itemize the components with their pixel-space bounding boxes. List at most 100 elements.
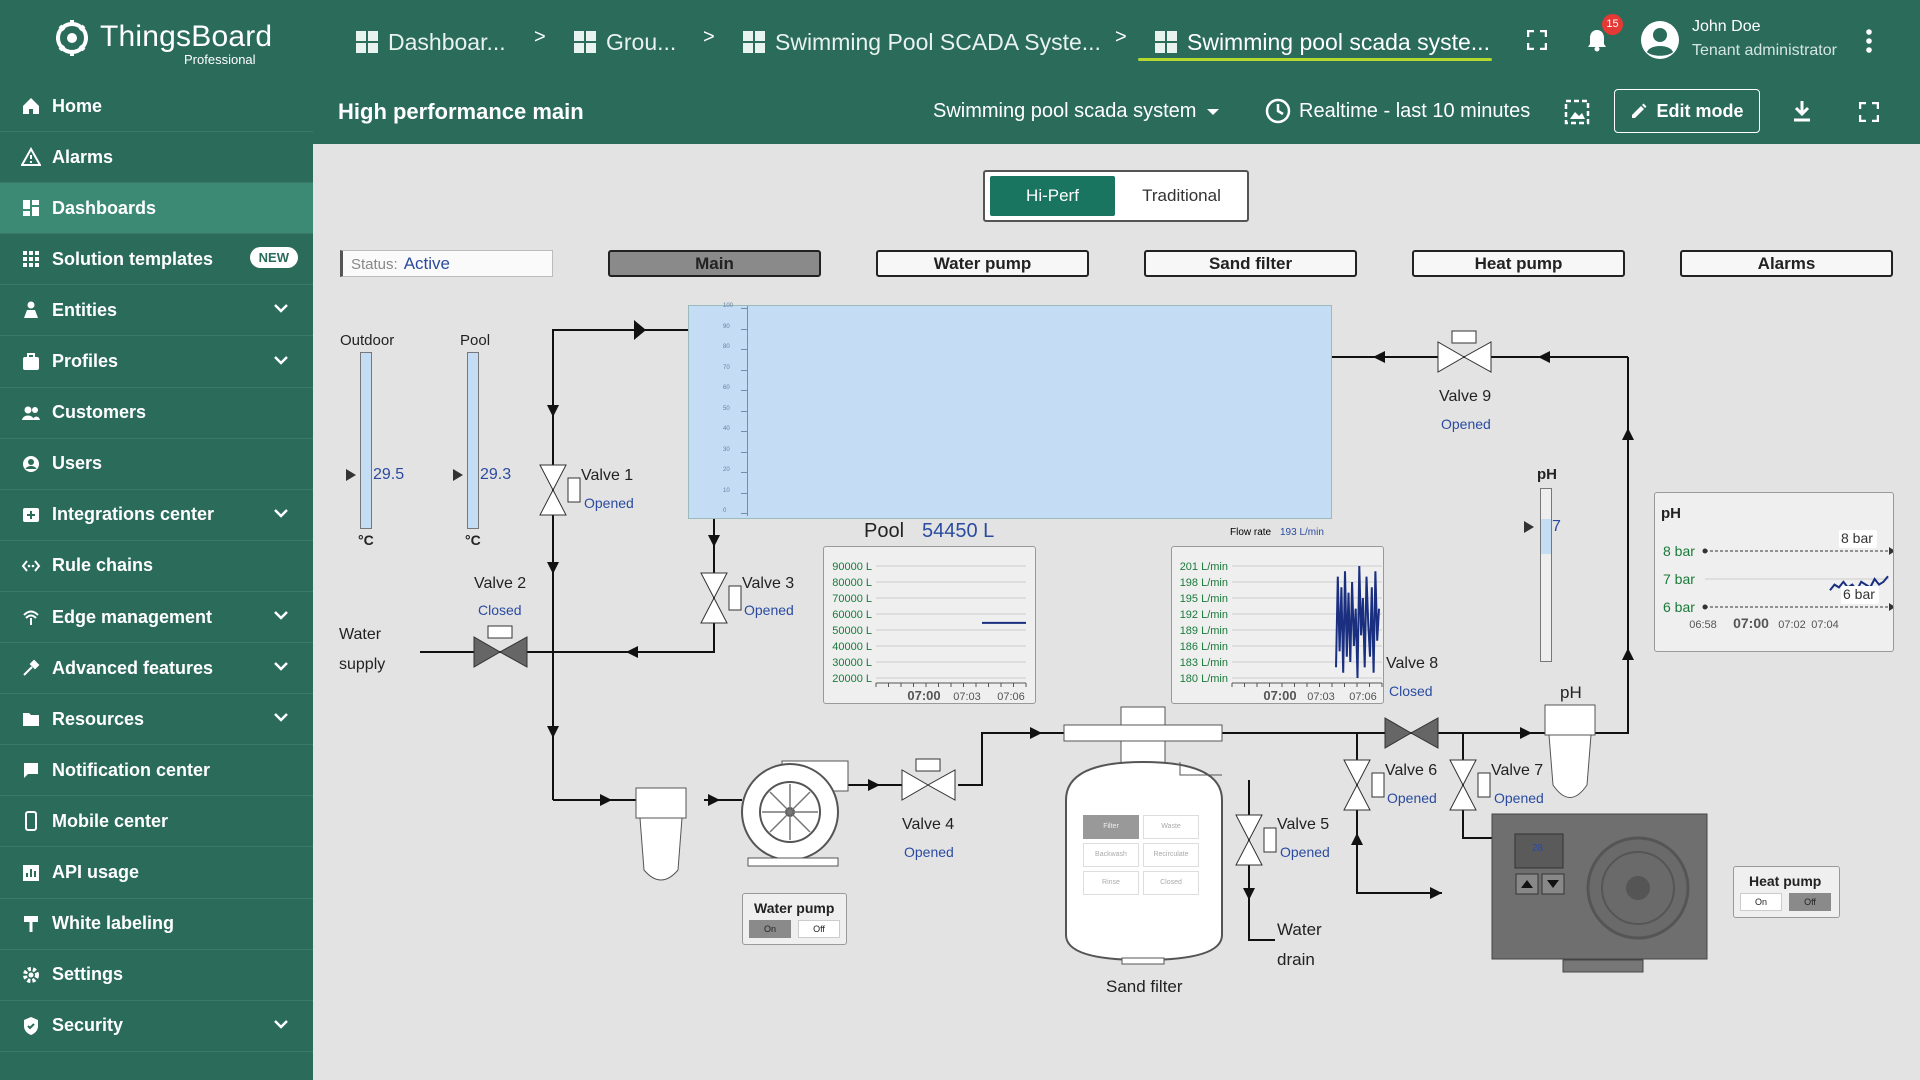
notification-icon — [20, 759, 42, 781]
nav-alarms-button[interactable]: Alarms — [1680, 250, 1893, 277]
fullscreen-icon[interactable] — [1527, 30, 1547, 50]
sidebar-item-mobile-center[interactable]: Mobile center — [0, 796, 313, 848]
user-name[interactable]: John Doe — [1692, 18, 1761, 35]
valve-8-symbol[interactable] — [1384, 717, 1439, 749]
valve-2-symbol[interactable] — [473, 625, 528, 668]
breadcrumb-groups[interactable]: Grou... — [574, 22, 676, 62]
water-pump-on-button[interactable]: On — [749, 920, 791, 938]
valve-3-symbol[interactable] — [700, 572, 742, 624]
download-icon[interactable] — [1791, 99, 1813, 123]
breadcrumb-separator: > — [703, 26, 715, 48]
valve-8-state: Closed — [1389, 683, 1433, 699]
threshold-tag — [1839, 530, 1877, 548]
sidebar-item-label: Solution templates — [52, 248, 214, 269]
breadcrumb-scada-group[interactable]: Swimming Pool SCADA Syste... — [743, 22, 1101, 62]
heat-pump-off-button[interactable]: Off — [1789, 893, 1831, 911]
y-tick-label: 6 bar — [1663, 599, 1695, 615]
entity-select[interactable]: Swimming pool scada system — [933, 100, 1220, 123]
pool-scale-tick: 90 — [723, 323, 730, 330]
mode-toggle: Hi-Perf Traditional — [983, 170, 1249, 222]
valve-9-symbol[interactable] — [1437, 330, 1492, 373]
thingsboard-logo[interactable]: ThingsBoard Professional — [50, 14, 272, 70]
series-line — [1335, 565, 1380, 679]
valve-6-symbol[interactable] — [1343, 759, 1385, 811]
sidebar-item-label: Resources — [52, 708, 145, 729]
pool-scale-tick: 40 — [723, 426, 730, 432]
sidebar-item-alarms[interactable]: Alarms — [0, 132, 313, 184]
threshold-start-dot — [1702, 604, 1708, 610]
nav-main-button[interactable]: Main — [608, 250, 821, 277]
valve-4-symbol[interactable] — [901, 758, 956, 801]
avatar[interactable] — [1640, 20, 1680, 60]
filter-mode-closed[interactable]: Closed — [1143, 871, 1199, 895]
edit-mode-button[interactable]: Edit mode — [1614, 89, 1760, 133]
filter-mode-recirculate[interactable]: Recirculate — [1143, 843, 1199, 867]
sidebar-item-label: API usage — [52, 862, 140, 882]
active-breadcrumb-underline — [1138, 58, 1492, 61]
image-export-icon[interactable] — [1563, 98, 1591, 126]
filter-mode-backwash[interactable]: Backwash — [1083, 843, 1139, 867]
tab-traditional[interactable]: Traditional — [1142, 186, 1221, 205]
sidebar-item-entities[interactable]: Entities — [0, 285, 313, 337]
pencil-icon — [1632, 103, 1647, 118]
breadcrumb-dashboards[interactable]: Dashboar... — [356, 22, 506, 62]
sidebar-item-white-labeling[interactable]: White labeling — [0, 899, 313, 950]
threshold-arrow — [1889, 547, 1893, 555]
tab-hi-perf[interactable]: Hi-Perf — [990, 176, 1115, 216]
sidebar-item-settings[interactable]: Settings — [0, 950, 313, 1001]
sidebar-item-notification-center[interactable]: Notification center — [0, 745, 313, 797]
timewindow-select[interactable]: Realtime - last 10 minutes — [1265, 98, 1530, 124]
sidebar-item-customers[interactable]: Customers — [0, 388, 313, 439]
heat-pump-on-button[interactable]: On — [1740, 893, 1782, 911]
heat-pump-icon[interactable] — [1491, 813, 1708, 973]
chevron-down-icon[interactable] — [273, 658, 289, 679]
sidebar-item-home[interactable]: Home — [0, 81, 313, 132]
chevron-down-icon[interactable] — [273, 607, 289, 628]
water-pump-off-button[interactable]: Off — [798, 920, 840, 938]
sidebar-item-advanced-features[interactable]: Advanced features — [0, 643, 313, 695]
outdoor-unit: °C — [358, 532, 374, 548]
nav-heat-pump-button[interactable]: Heat pump — [1412, 250, 1625, 277]
valve-8-label: Valve 8 — [1386, 655, 1439, 672]
sidebar-item-label: Home — [52, 95, 103, 116]
chevron-down-icon[interactable] — [273, 352, 289, 373]
filter-mode-filter[interactable]: Filter — [1083, 815, 1139, 839]
sidebar-item-profiles[interactable]: Profiles — [0, 337, 313, 388]
sidebar-item-rule-chains[interactable]: Rule chains — [0, 541, 313, 592]
sidebar-item-api-usage[interactable]: API usage — [0, 848, 313, 899]
sidebar-item-edge-management[interactable]: Edge management — [0, 592, 313, 643]
nav-water-pump-button[interactable]: Water pump — [876, 250, 1089, 277]
sidebar-item-users[interactable]: Users — [0, 439, 313, 490]
sidebar-item-security[interactable]: Security — [0, 1001, 313, 1052]
profiles-icon — [20, 351, 42, 373]
sidebar-item-label: Advanced features — [52, 657, 214, 678]
breadcrumb-label: Dashboar... — [388, 28, 506, 55]
sidebar-item-resources[interactable]: Resources — [0, 694, 313, 746]
ph-chart-title: pH — [1661, 505, 1681, 522]
filter-mode-rinse[interactable]: Rinse — [1083, 871, 1139, 895]
chevron-down-icon[interactable] — [273, 709, 289, 730]
notifications-bell-icon[interactable] — [1586, 28, 1608, 52]
chevron-down-icon[interactable] — [273, 1016, 289, 1037]
breadcrumb-label: Grou... — [606, 28, 677, 55]
more-vert-icon[interactable] — [1864, 28, 1874, 54]
chevron-down-icon[interactable] — [273, 300, 289, 321]
y-tick-label: 201 L/min — [1180, 561, 1228, 573]
sand-filter-mode-panel: Filter Waste Backwash Recirculate Rinse … — [1083, 815, 1203, 897]
sidebar-item-integrations-center[interactable]: Integrations center — [0, 490, 313, 541]
filter-mode-waste[interactable]: Waste — [1143, 815, 1199, 839]
chevron-down-icon[interactable] — [273, 505, 289, 526]
dashboard-fullscreen-icon[interactable] — [1859, 102, 1879, 122]
valve-7-symbol[interactable] — [1449, 759, 1491, 811]
water-pump-icon[interactable] — [741, 760, 849, 867]
valve-1-symbol[interactable] — [539, 464, 581, 516]
nav-sand-filter-button[interactable]: Sand filter — [1144, 250, 1357, 277]
x-tick-label: 07:03 — [953, 691, 981, 703]
breadcrumb-current-dashboard[interactable]: Swimming pool scada syste... — [1155, 22, 1490, 62]
sidebar-item-dashboards[interactable]: Dashboards — [0, 183, 313, 235]
valve-5-symbol[interactable] — [1235, 814, 1277, 866]
